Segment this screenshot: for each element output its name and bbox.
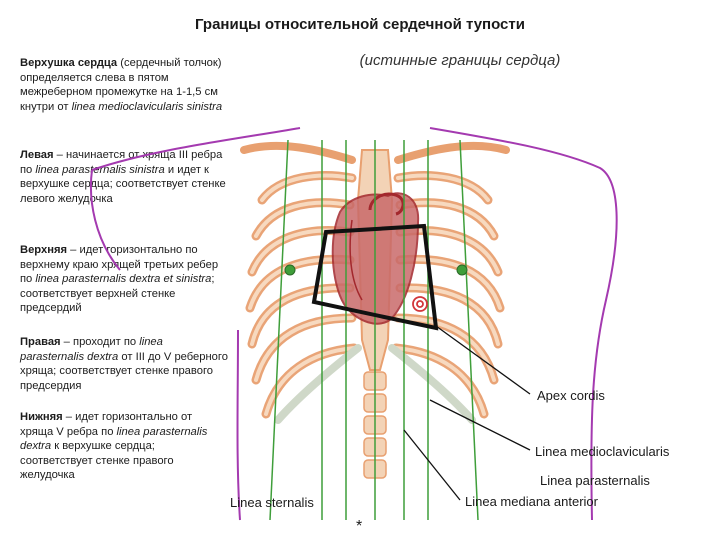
paragraph-apex-latin: linea medioclavicularis sinistra <box>71 100 223 113</box>
ribs-right-inner <box>248 173 356 416</box>
label-linea-parasternalis: Linea parasternalis <box>540 473 650 488</box>
paragraph-upper-border: Верхняя – идет горизонтально по верхнему… <box>20 243 228 316</box>
label-linea-medioclavicularis: Linea medioclavicularis <box>535 444 670 459</box>
costal-arch-left <box>388 344 476 424</box>
aorta <box>368 192 405 216</box>
nipple-marker-right <box>284 264 296 276</box>
label-apex-cordis: Apex cordis <box>537 388 605 403</box>
diagram-subtitle: (истинные границы сердца) <box>359 52 561 69</box>
paragraph-left-text2: и идет к верхушке сердца; соответствует … <box>20 163 226 205</box>
paragraph-apex-text: (сердечный толчок) определяется слева в … <box>20 57 222 113</box>
body-outline <box>89 127 618 521</box>
apex-marker <box>412 296 428 312</box>
paragraph-right-border: Правая – проходит по linea parasternalis… <box>20 335 228 393</box>
label-linea-mediana-anterior: Linea mediana anterior <box>465 494 598 509</box>
paragraph-right-latin: linea parasternalis dextra <box>20 336 163 363</box>
paragraph-upper-text1: – идет горизонтально по верхнему краю хр… <box>20 244 219 286</box>
clavicle-left <box>394 141 510 164</box>
paragraph-left-latin: linea parasternalis sinistra <box>35 163 165 176</box>
leader-lines <box>403 325 531 501</box>
label-asterisk: * <box>356 518 363 535</box>
clavicle-right <box>240 141 356 164</box>
paragraph-upper-text2: ; соответствует верхней стенке предсерди… <box>20 273 215 315</box>
paragraph-lower-latin: linea parasternalis dextra <box>20 425 208 453</box>
paragraph-lower-head: Нижняя <box>20 411 63 423</box>
paragraph-left-text1: – начинается от хряща III ребра по <box>20 149 223 176</box>
paragraph-lower-text1: – идет горизонтально от хряща V ребра по <box>20 411 193 438</box>
paragraph-apex-head: Верхушка сердца <box>20 57 118 69</box>
label-linea-sternalis: Linea sternalis <box>230 495 314 510</box>
paragraph-right-head: Правая <box>20 336 61 348</box>
diagram-title: Границы относительной сердечной тупости <box>195 16 525 33</box>
paragraph-right-text1: – проходит по <box>60 336 140 348</box>
paragraph-apex: Верхушка сердца (сердечный толчок) опред… <box>20 56 228 114</box>
costal-arch-right <box>274 344 362 424</box>
projection-lines <box>269 139 479 521</box>
paragraph-left-head: Левая <box>20 149 54 161</box>
paragraph-left-border: Левая – начинается от хряща III ребра по… <box>20 148 228 206</box>
paragraph-lower-text2: к верхушке сердца; соответствует стенке … <box>20 440 174 482</box>
paragraph-upper-latin: linea parasternalis dextra et sinistra <box>35 273 212 286</box>
body-outline-left-flank <box>236 329 241 521</box>
paragraph-right-text2: от III до V реберного хряща; соответству… <box>20 350 228 392</box>
spine <box>363 371 387 479</box>
paragraph-lower-border: Нижняя – идет горизонтально от хряща V р… <box>20 410 228 483</box>
cardiac-border <box>311 223 439 331</box>
nipple-marker-left <box>456 264 468 276</box>
paragraph-upper-head: Верхняя <box>20 244 68 256</box>
